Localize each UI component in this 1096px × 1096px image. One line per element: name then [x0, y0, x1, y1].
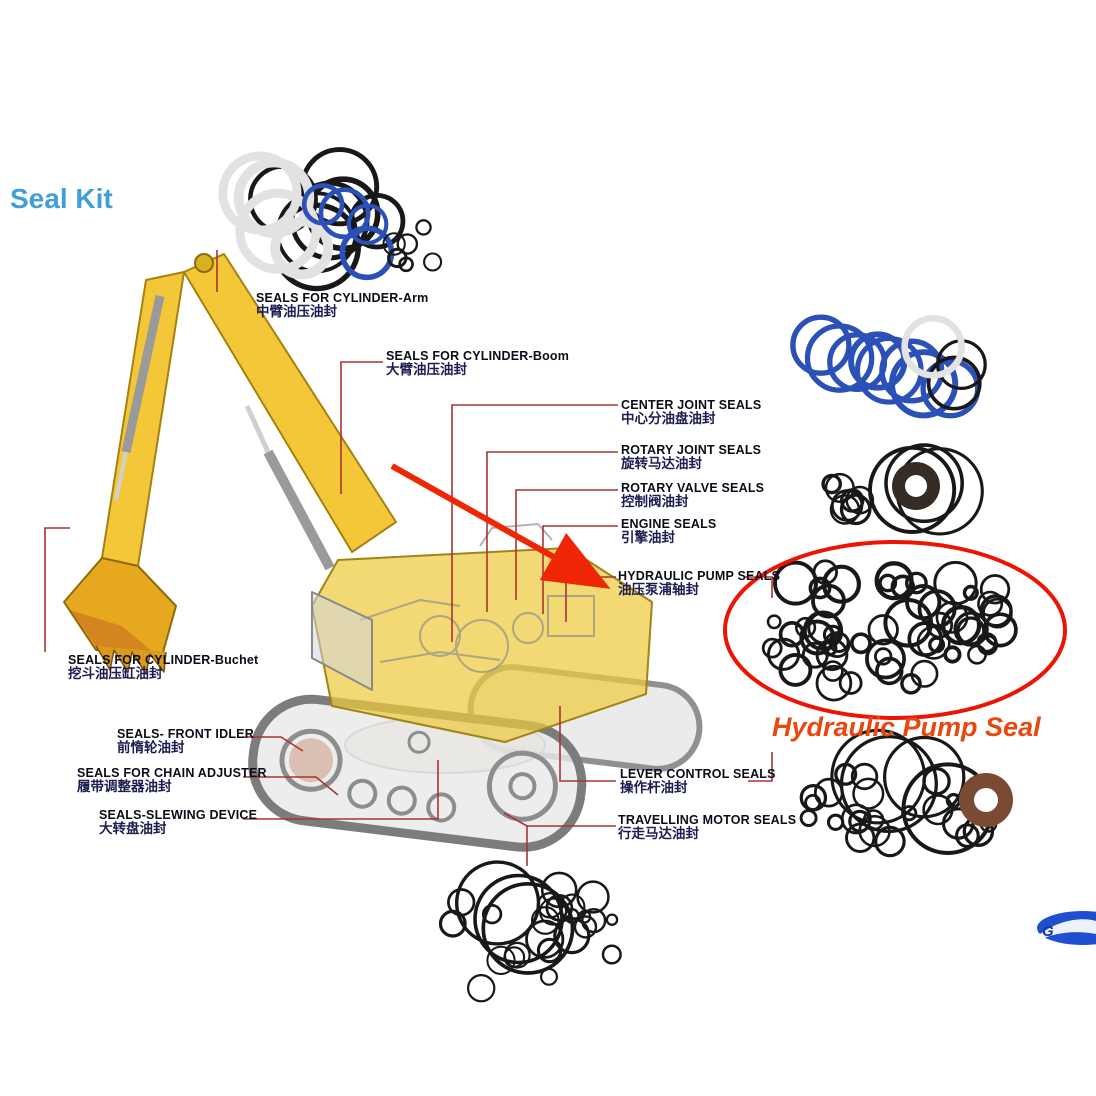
hydraulic-pump-seal-callout: Hydraulic Pump Seal: [772, 712, 1041, 742]
label-lever-control: LEVER CONTROL SEALS 操作杆油封: [620, 767, 776, 797]
logo-swoosh: [1040, 919, 1096, 939]
label-front-idler: SEALS- FRONT IDLER 前惰轮油封: [117, 727, 254, 757]
label-en: HYDRAULIC PUMP SEALS: [618, 569, 781, 583]
cab: [311, 591, 373, 691]
label-zh: 挖斗油压缸油封: [68, 666, 163, 683]
label-en: SEALS FOR CHAIN ADJUSTER: [77, 766, 267, 780]
page-title: Seal Kit: [10, 183, 113, 214]
label-rotary-joint: ROTARY JOINT SEALS 旋转马达油封: [621, 443, 761, 473]
label-en: TRAVELLING MOTOR SEALS: [618, 813, 797, 827]
label-slewing-device: SEALS-SLEWING DEVICE 大转盘油封: [99, 808, 257, 838]
excavator-illustration: [63, 253, 703, 852]
boom: [183, 253, 397, 553]
label-zh: 引擎油封: [621, 530, 675, 547]
label-center-joint: CENTER JOINT SEALS 中心分油盘油封: [621, 398, 761, 428]
label-zh: 大转盘油封: [99, 821, 167, 838]
brand-logo: G: [1037, 911, 1096, 945]
label-zh: 履带调整器油封: [77, 779, 172, 796]
bucket-teeth: [95, 645, 167, 675]
label-en: ROTARY VALVE SEALS: [621, 481, 765, 495]
label-zh: 旋转马达油封: [621, 456, 702, 473]
label-cylinder-bucket: SEALS FOR CYLINDER-Buchet 挖斗油压缸油封: [68, 653, 258, 683]
label-en: SEALS FOR CYLINDER-Boom: [386, 349, 570, 363]
boom-tip-joint: [194, 253, 214, 273]
label-en: SEALS FOR CYLINDER-Arm: [256, 291, 429, 305]
label-engine: ENGINE SEALS 引擎油封: [621, 517, 716, 547]
label-cylinder-boom: SEALS FOR CYLINDER-Boom 大臂油压油封: [386, 349, 569, 379]
label-en: ENGINE SEALS: [621, 517, 717, 531]
label-en: LEVER CONTROL SEALS: [620, 767, 776, 781]
stick-arm: [101, 271, 185, 567]
label-cylinder-arm: SEALS FOR CYLINDER-Arm 中臂油压油封: [256, 291, 428, 321]
logo-letter: G: [1042, 923, 1054, 940]
label-zh: 前惰轮油封: [117, 740, 185, 757]
label-en: SEALS-SLEWING DEVICE: [99, 808, 258, 822]
label-travelling-motor: TRAVELLING MOTOR SEALS 行走马达油封: [618, 813, 796, 843]
label-zh: 控制阀油封: [621, 494, 689, 511]
label-zh: 中心分油盘油封: [621, 411, 716, 428]
label-en: SEALS FOR CYLINDER-Buchet: [68, 653, 259, 667]
label-zh: 操作杆油封: [620, 780, 688, 797]
engine-bay-detail: [359, 523, 595, 673]
label-zh: 油压泵浦轴封: [618, 582, 699, 599]
label-zh: 大臂油压油封: [386, 362, 467, 379]
boom-cylinder: [263, 449, 335, 571]
label-hydraulic-pump: HYDRAULIC PUMP SEALS 油压泵浦轴封: [618, 569, 780, 599]
label-en: ROTARY JOINT SEALS: [621, 443, 762, 457]
label-rotary-valve: ROTARY VALVE SEALS 控制阀油封: [621, 481, 764, 511]
label-en: SEALS- FRONT IDLER: [117, 727, 254, 741]
label-chain-adjuster: SEALS FOR CHAIN ADJUSTER 履带调整器油封: [77, 766, 267, 796]
label-zh: 行走马达油封: [618, 826, 699, 843]
label-en: CENTER JOINT SEALS: [621, 398, 762, 412]
red-arrow: [390, 463, 611, 589]
label-zh: 中臂油压油封: [256, 304, 337, 321]
highlight-ellipse: [723, 540, 1067, 720]
seal-ring-photos: [218, 147, 1018, 1003]
bucket-cylinder: [121, 295, 165, 453]
connector-lines: [44, 250, 773, 866]
